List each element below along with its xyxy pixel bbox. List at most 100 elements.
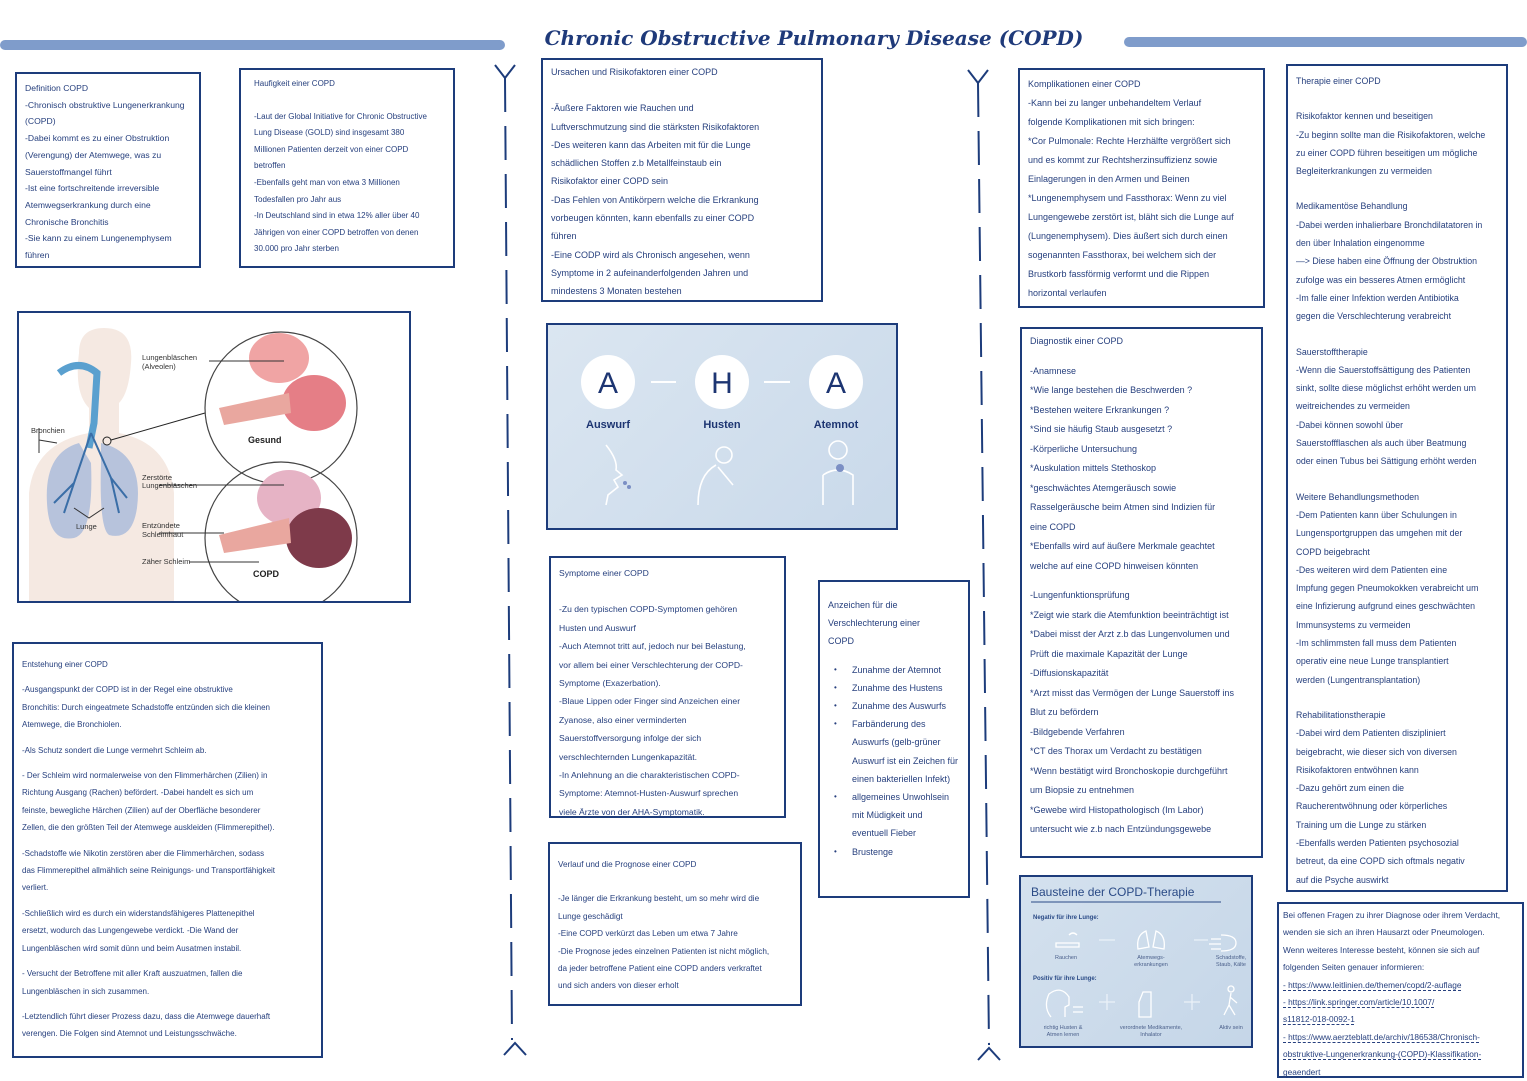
- label-entzuendet-1: Entzündete: [142, 521, 180, 530]
- text-line: Weitere Behandlungsmethoden: [1296, 491, 1420, 502]
- definition-box: Definition COPD -Chronisch obstruktive Lu…: [15, 72, 201, 268]
- paragraph: Rehabilitationstherapie-Dabei wird dem P…: [1296, 706, 1498, 889]
- paragraph: -Zu den typischen COPD-Symptomen gehören…: [559, 600, 776, 821]
- text-line: *Ebenfalls wird auf äußere Merkmale geac…: [1030, 541, 1215, 551]
- reference-link[interactable]: - https://www.aerzteblatt.de/archiv/1865…: [1283, 1029, 1518, 1081]
- link-line: geaendert: [1283, 1066, 1321, 1077]
- text-line: eine COPD: [1030, 521, 1076, 532]
- text-line: - Versucht der Betroffene mit aller Kraf…: [22, 969, 243, 979]
- text-line: -Dabei wird dem Patienten diszipliniert: [1296, 728, 1446, 739]
- box-title: Komplikationen einer COPD: [1028, 79, 1141, 89]
- inhaler-icon: [1138, 991, 1152, 1018]
- text-line: -In Anlehnung an die charakteristischen …: [559, 770, 740, 781]
- negative-factor-label: Atemwegs-: [1137, 955, 1165, 961]
- text-line: *Arzt misst das Vermögen der Lunge Sauer…: [1030, 687, 1234, 698]
- negative-factor-label: erkrankungen: [1134, 962, 1168, 968]
- text-line: verliert.: [22, 883, 49, 893]
- text-line: Todesfallen pro Jahr aus: [254, 194, 342, 204]
- text-line: Jährigen von einer COPD betroffen von de…: [254, 227, 419, 237]
- text-line: -Chronisch obstruktive Lungenerkrankung: [25, 99, 185, 110]
- text-line: Rasselgeräusche beim Atmen sind Indizien…: [1030, 502, 1216, 512]
- text-line: Prüft die maximale Kapazität der Lunge: [1030, 648, 1188, 659]
- box-title: Entstehung einer COPD: [22, 660, 108, 669]
- link-line: - https://www.aerzteblatt.de/archiv/1865…: [1283, 1031, 1480, 1042]
- text-line: Zyanose, also einer verminderten: [559, 714, 687, 725]
- breathless-person-icon: [822, 440, 854, 505]
- text-line: ersetzt, wodurch das Lungengewebe verdic…: [22, 926, 239, 936]
- text-line: Impfung gegen Pneumokokken verabreicht u…: [1296, 583, 1479, 594]
- label-alveolen: Lungenbläschen: [142, 353, 197, 362]
- label-copd: COPD: [253, 569, 280, 579]
- text-line: Sauerstoffversorgung infolge der sich: [559, 733, 702, 744]
- reference-link[interactable]: - https://link.springer.com/article/10.1…: [1283, 994, 1518, 1029]
- verlauf-box: Verlauf und die Prognose einer COPD-Je l…: [548, 842, 802, 1006]
- text-line: - Der Schleim wird normalerweise von den…: [22, 771, 268, 781]
- text-line: -Dabei werden inhalierbare Bronchdilatat…: [1296, 219, 1483, 230]
- text-line: -Letztendlich führt dieser Prozess dazu,…: [22, 1011, 271, 1021]
- text-line: Wenn weiteres Interesse besteht, können …: [1283, 944, 1480, 955]
- paragraph: -Schadstoffe wie Nikotin zerstören aber …: [22, 845, 313, 897]
- paragraph: -Schließlich wird es durch ein widerstan…: [22, 905, 313, 957]
- text-line: Risikofaktor kennen und beseitigen: [1296, 111, 1433, 122]
- text-line: das Flimmerepithel allmählich seine Rein…: [22, 866, 276, 876]
- text-line: werden (Lungentransplantation): [1296, 674, 1421, 685]
- text-line: sogenannten Fassthorax, bei welchem sich…: [1028, 250, 1217, 260]
- positive-factor-label: Aktiv sein: [1219, 1025, 1243, 1031]
- text-line: sinkt, sollte diese möglichst erhöht wer…: [1296, 383, 1476, 394]
- aha-letter: A: [826, 367, 846, 400]
- box-heading-block: Bei offenen Fragen zu ihrer Diagnose ode…: [1283, 907, 1518, 977]
- text-line: *Bestehen weitere Erkrankungen ?: [1030, 404, 1170, 415]
- text-line: und es kommt zur Rechtsherzinsuffizienz …: [1028, 155, 1218, 165]
- label-lunge: Lunge: [76, 522, 97, 531]
- text-line: Sauerstoffmangel führt: [25, 166, 112, 177]
- text-line: untersucht wie z.b nach Entzündungsgeweb…: [1030, 824, 1212, 834]
- text-line: *CT des Thorax um Verdacht zu bestätigen: [1030, 746, 1202, 756]
- aha-circle: [581, 355, 635, 409]
- text-line: —> Diese haben eine Öffnung der Obstrukt…: [1296, 256, 1478, 267]
- text-line: Atemwege, die Bronchiolen.: [22, 720, 122, 730]
- text-line: *Wenn bestätigt wird Bronchoskopie durch…: [1030, 765, 1228, 776]
- text-line: -Des weiteren kann das Arbeiten mit für …: [551, 139, 751, 150]
- cigarette-icon: [1055, 932, 1080, 948]
- text-line: (COPD): [25, 116, 56, 127]
- walking-icon: [1223, 985, 1238, 1016]
- text-line: -Das Fehlen von Antikörpern welche die E…: [551, 194, 759, 205]
- label-bronchien: Bronchien: [31, 426, 65, 435]
- bausteine-graphic: Bausteine der COPD-Therapie Negativ für …: [1019, 875, 1253, 1048]
- text-line: da jeder betroffene Patient eine COPD an…: [558, 964, 762, 974]
- box-title: Diagnostik einer COPD: [1030, 336, 1124, 346]
- text-line: Immunsystems zu vermeiden: [1296, 619, 1411, 630]
- haeufigkeit-box: Haufigkeit einer COPD-Laut der Global In…: [239, 68, 455, 268]
- text-line: -Dabei kommt es zu einer Obstruktion: [25, 133, 170, 144]
- text-line: schädlichen Stoffen z.b Metallfeinstaub …: [551, 158, 722, 169]
- text-line: Medikamentöse Behandlung: [1296, 201, 1408, 212]
- label-schleim: Zäher Schleim: [142, 557, 190, 566]
- text-line: eine Infizierung aufgrund eines geschwäc…: [1296, 601, 1475, 612]
- text-line: -Bildgebende Verfahren: [1030, 726, 1125, 737]
- text-line: Training um die Lunge zu stärken: [1296, 819, 1427, 830]
- head-icon: [1045, 989, 1083, 1018]
- text-line: feinste, bewegliche Härchen (Zilien) auf…: [22, 805, 261, 815]
- text-line: den über Inhalation eingenomme: [1296, 238, 1425, 249]
- text-line: *Dabei misst der Arzt z.b das Lungenvolu…: [1030, 629, 1230, 639]
- text-line: -Laut der Global Initiative for Chronic …: [254, 111, 427, 121]
- box-heading-block: Definition COPD -Chronisch obstruktive Lu…: [25, 80, 191, 264]
- reference-link[interactable]: - https://www.leitlinien.de/themen/copd/…: [1283, 977, 1518, 994]
- pollution-icon: [1209, 934, 1237, 952]
- diagnostik-box: Diagnostik einer COPD-Anamnese*Wie lange…: [1020, 327, 1263, 858]
- box-title: Definition COPD: [25, 83, 89, 93]
- box-heading-block: Entstehung einer COPD: [22, 656, 313, 673]
- text-line: Richtung Ausgang (Rachen) befördert. -Da…: [22, 788, 254, 798]
- page-title: Chronic Obstructive Pulmonary Disease (C…: [508, 26, 1120, 50]
- text-line: -Schließlich wird es durch ein widerstan…: [22, 908, 255, 918]
- box-heading-block: Komplikationen einer COPD-Kann bei zu la…: [1028, 75, 1255, 303]
- aha-label: Atemnot: [814, 419, 859, 431]
- text-line: -Lungenfunktionsprüfung: [1030, 590, 1130, 600]
- text-line: folgenden Seiten genauer informieren:: [1283, 962, 1425, 973]
- text-line: *Cor Pulmonale: Rechte Herzhälfte vergrö…: [1028, 136, 1231, 146]
- title-stripe-right: [1124, 37, 1527, 47]
- aha-circle: [809, 355, 863, 409]
- text-line: *Auskulation mittels Stethoskop: [1030, 463, 1157, 473]
- text-line: weitreichendes zu vermeiden: [1296, 401, 1410, 412]
